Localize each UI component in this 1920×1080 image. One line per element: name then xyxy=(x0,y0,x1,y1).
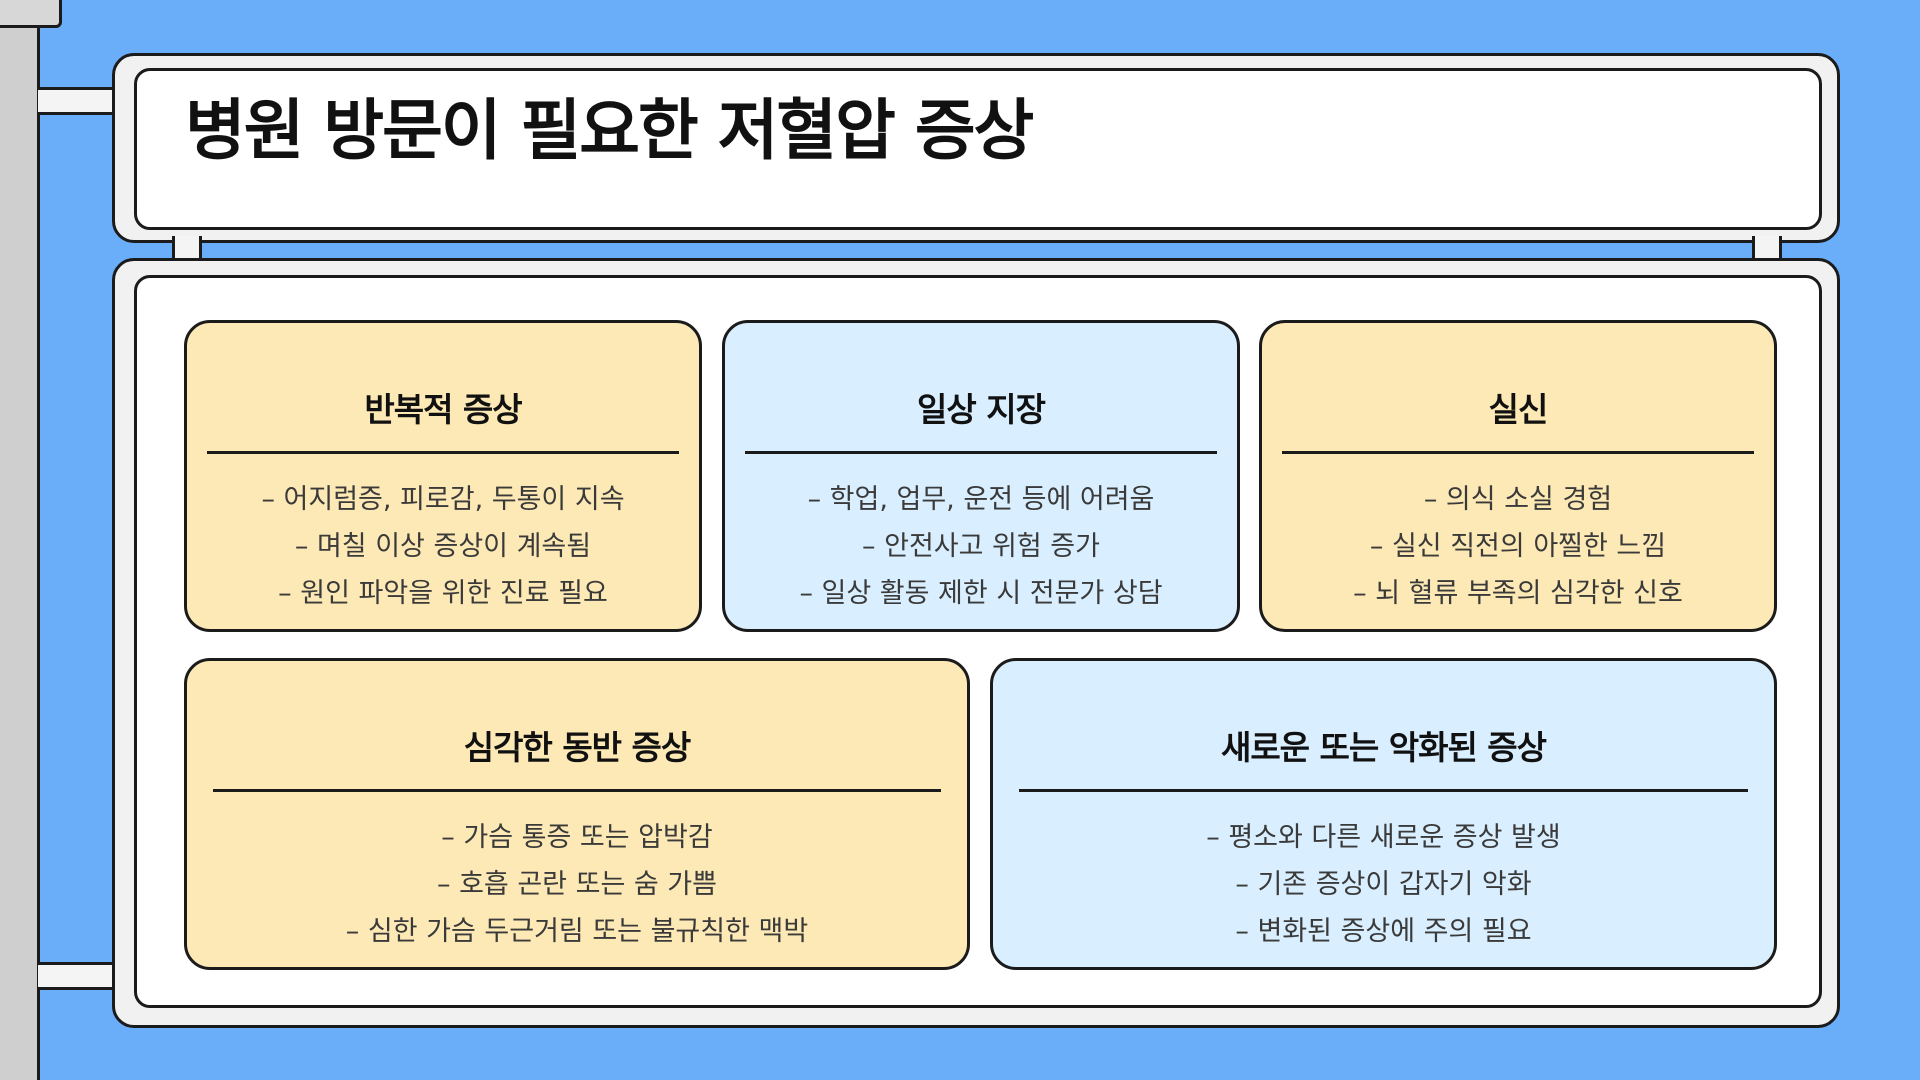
card-item: – 호흡 곤란 또는 숨 가쁨 xyxy=(437,869,717,900)
card-recurring-symptoms: 반복적 증상 – 어지럼증, 피로감, 두통이 지속 – 며칠 이상 증상이 계… xyxy=(184,320,702,632)
card-divider xyxy=(213,789,941,792)
sign-post-right xyxy=(1752,236,1782,262)
card-item: – 평소와 다른 새로운 증상 발생 xyxy=(1206,822,1561,853)
card-item: – 기존 증상이 갑자기 악화 xyxy=(1235,869,1532,900)
card-item: – 며칠 이상 증상이 계속됨 xyxy=(294,531,592,562)
sign-bracket-top xyxy=(38,87,118,115)
card-item: – 원인 파악을 위한 진료 필요 xyxy=(278,578,608,609)
card-daily-life: 일상 지장 – 학업, 업무, 운전 등에 어려움 – 안전사고 위험 증가 –… xyxy=(722,320,1240,632)
card-item: – 심한 가슴 두근거림 또는 불규칙한 맥박 xyxy=(345,916,809,947)
card-title: 새로운 또는 악화된 증상 xyxy=(1220,728,1547,767)
card-item: – 학업, 업무, 운전 등에 어려움 xyxy=(807,484,1155,515)
sign-pole-cap xyxy=(0,0,62,28)
card-title: 반복적 증상 xyxy=(364,390,522,429)
title-sign-panel xyxy=(134,68,1822,230)
card-title: 심각한 동반 증상 xyxy=(463,728,692,767)
card-item: – 일상 활동 제한 시 전문가 상담 xyxy=(799,578,1163,609)
card-divider xyxy=(1019,789,1748,792)
card-new-worsening-symptoms: 새로운 또는 악화된 증상 – 평소와 다른 새로운 증상 발생 – 기존 증상… xyxy=(990,658,1777,970)
card-item: – 어지럼증, 피로감, 두통이 지속 xyxy=(261,484,625,515)
card-divider xyxy=(745,451,1217,454)
card-serious-symptoms: 심각한 동반 증상 – 가슴 통증 또는 압박감 – 호흡 곤란 또는 숨 가쁨… xyxy=(184,658,970,970)
card-item: – 안전사고 위험 증가 xyxy=(862,531,1100,562)
card-fainting: 실신 – 의식 소실 경험 – 실신 직전의 아찔한 느낌 – 뇌 혈류 부족의… xyxy=(1259,320,1777,632)
sign-post-left xyxy=(172,236,202,262)
sign-bracket-bottom xyxy=(38,962,118,990)
card-item: – 변화된 증상에 주의 필요 xyxy=(1235,916,1532,947)
card-item: – 가슴 통증 또는 압박감 xyxy=(441,822,713,853)
card-item: – 실신 직전의 아찔한 느낌 xyxy=(1369,531,1667,562)
card-item: – 의식 소실 경험 xyxy=(1423,484,1613,515)
page-title: 병원 방문이 필요한 저혈압 증상 xyxy=(185,92,1034,169)
sign-pole xyxy=(0,0,40,1080)
card-title: 실신 xyxy=(1488,390,1549,429)
card-divider xyxy=(1282,451,1754,454)
card-item: – 뇌 혈류 부족의 심각한 신호 xyxy=(1353,578,1683,609)
card-divider xyxy=(207,451,679,454)
card-title: 일상 지장 xyxy=(917,390,1046,429)
